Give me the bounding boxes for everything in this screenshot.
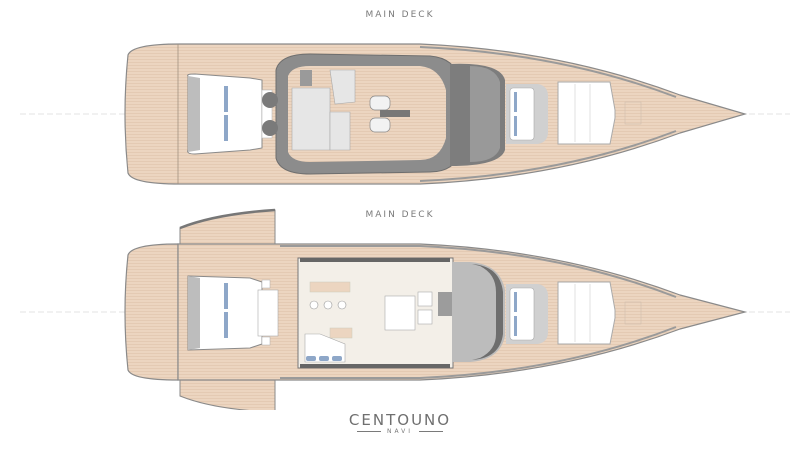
fold-down-terraces [179, 208, 276, 410]
helm-station-bottom [452, 262, 505, 362]
upper-deck-plan [20, 43, 790, 185]
windshield-top [450, 63, 505, 166]
salon-interior [297, 257, 454, 369]
bow-sunpad-bottom [557, 281, 642, 345]
deck-label-bottom: MAIN DECK [365, 210, 435, 220]
brand-logo: CENTOUNO NAVI [0, 411, 800, 435]
brand-subname: NAVI [386, 428, 414, 435]
swim-platform [124, 243, 179, 381]
deck-label-top: MAIN DECK [365, 10, 435, 20]
divider-right [419, 431, 444, 432]
hardtop-top [262, 53, 463, 175]
lower-deck-plan [20, 208, 790, 410]
aft-sunpad-top [187, 73, 273, 155]
forward-seating-bottom [506, 284, 548, 344]
divider-left [356, 431, 381, 432]
brand-name: CENTOUNO [348, 411, 452, 429]
aft-sunpad-bottom [187, 275, 279, 351]
brand-sub-row: NAVI [0, 428, 800, 435]
bow-sunpad-top [557, 81, 642, 145]
forward-seating-top [506, 84, 548, 144]
